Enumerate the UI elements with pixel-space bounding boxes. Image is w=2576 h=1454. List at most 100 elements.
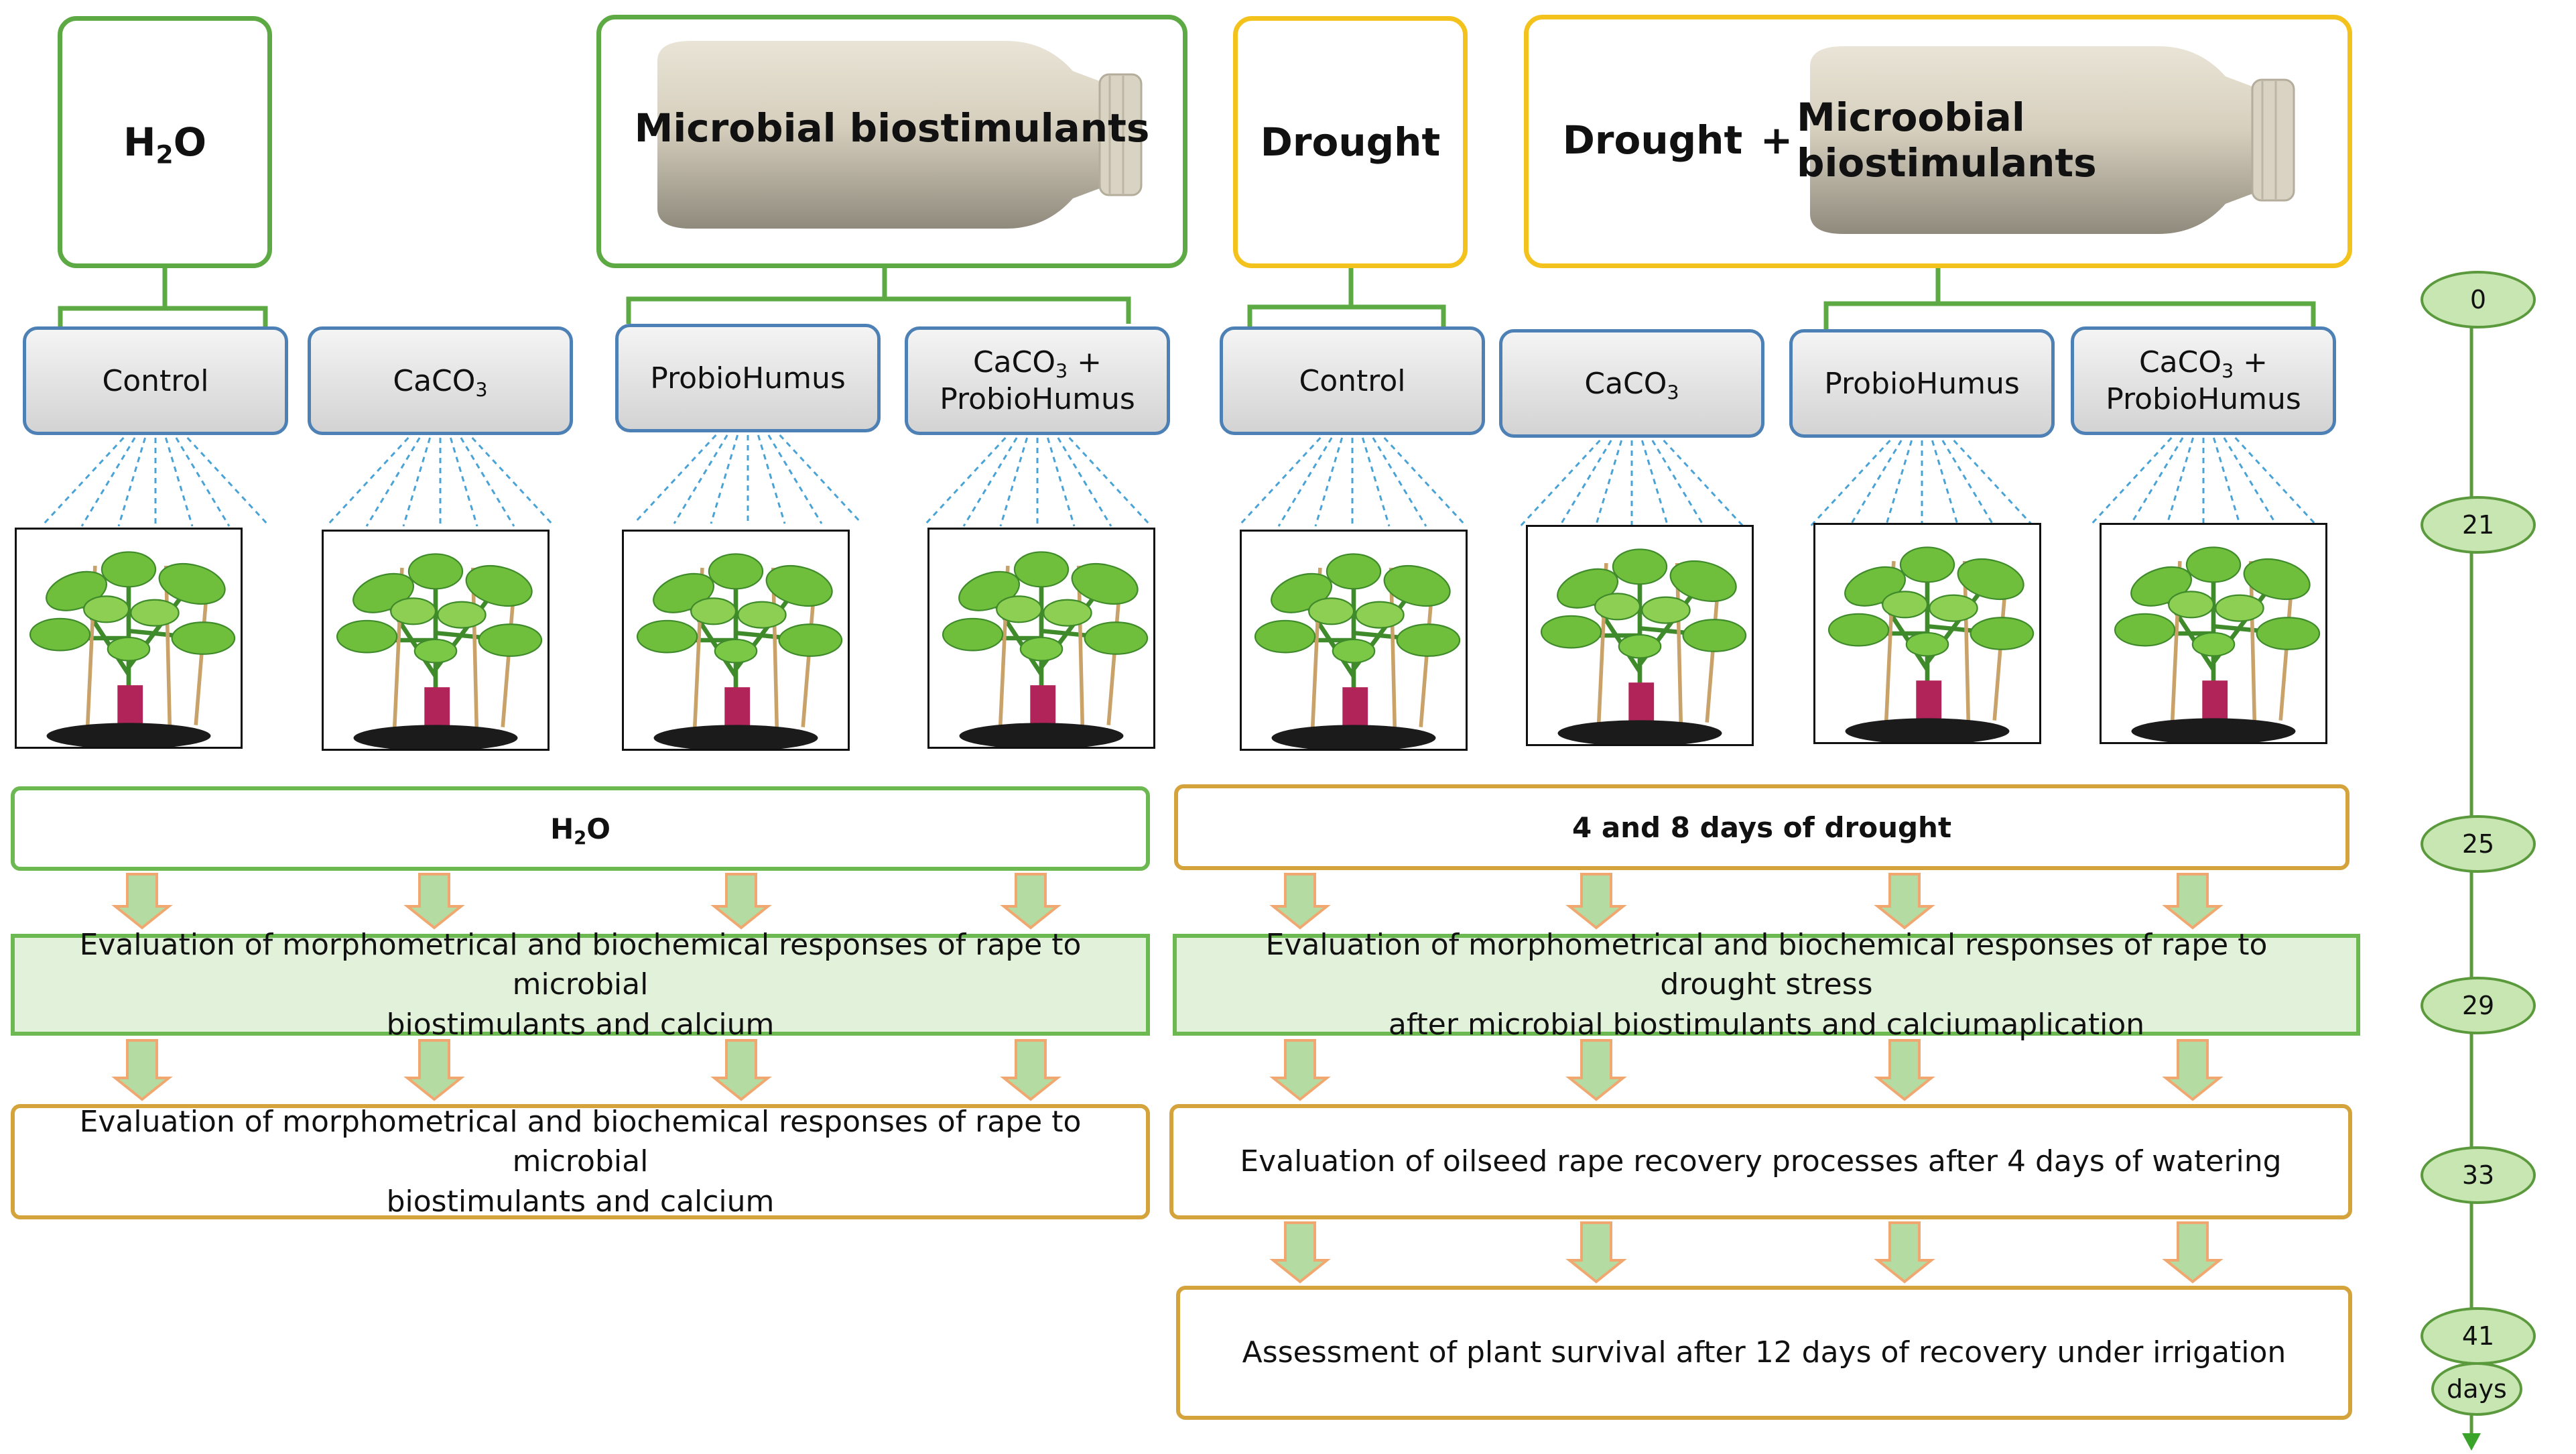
down-arrow-icon: [1000, 873, 1061, 930]
timeline-day-node: 33: [2421, 1146, 2536, 1204]
spray-line: [402, 437, 432, 527]
down-arrow-icon: [2162, 873, 2224, 930]
spray-line: [1663, 439, 1747, 530]
spray-line: [673, 434, 728, 524]
spray-line: [1361, 437, 1391, 527]
plant-photo: [927, 528, 1155, 749]
eval-drought-1-line2: after microbial biostimulants and calciu…: [1388, 1007, 2145, 1042]
eval-drought-1-line1: Evaluation of morphometrical and biochem…: [1265, 927, 2268, 1002]
treatment-box: CaCO3 +ProbioHumus: [2071, 326, 2336, 435]
spray-line: [1941, 440, 1997, 530]
down-arrow-icon: [403, 1039, 465, 1101]
connector-line: [626, 268, 1131, 324]
spray-line: [2165, 437, 2195, 527]
eval-drought-1: Evaluation of morphometrical and biochem…: [1173, 928, 2360, 1042]
treatment-box: CaCO3: [1499, 329, 1764, 438]
group-drought-plus-microbial: Drought + Microobial biostimulants: [1524, 15, 2352, 268]
bottle-icon: [657, 41, 1143, 229]
eval-water-1-line1: Evaluation of morphometrical and biochem…: [79, 927, 1082, 1002]
spray-line: [186, 436, 271, 528]
down-arrow-icon: [111, 873, 173, 930]
spray-line: [1931, 440, 1960, 530]
spray-line: [1847, 440, 1903, 530]
eval-water-2-line1: Evaluation of morphometrical and biochem…: [79, 1104, 1082, 1179]
spray-line: [1237, 436, 1322, 528]
spray-line: [1372, 437, 1427, 527]
down-arrow-icon: [1874, 873, 1935, 930]
bar-water: H2O: [11, 786, 1150, 871]
eval-drought-3: Assessment of plant survival after 12 da…: [1176, 1286, 2352, 1420]
down-arrow-icon: [2162, 1039, 2224, 1101]
treatment-box: ProbioHumus: [1789, 329, 2055, 438]
timeline-day-node: 25: [2421, 815, 2536, 873]
eval-water-2-line2: biostimulants and calcium: [386, 1184, 775, 1219]
connector-line: [58, 268, 268, 326]
plant-photo: [15, 528, 243, 749]
plant-photo: [622, 530, 850, 751]
down-arrow-icon: [1565, 1221, 1627, 1284]
down-arrow-icon: [1000, 1039, 1061, 1101]
down-arrow-icon: [710, 873, 772, 930]
spray-line: [1651, 440, 1707, 530]
treatment-label: Control: [1299, 363, 1406, 398]
eval-water-1-line2: biostimulants and calcium: [386, 1007, 775, 1042]
timeline-day-node: 41: [2421, 1307, 2536, 1365]
spray-line: [325, 436, 409, 528]
spray-line: [460, 437, 515, 527]
spray-line: [1057, 437, 1112, 527]
timeline-day-node: 29: [2421, 977, 2536, 1034]
spray-line: [164, 437, 194, 527]
treatment-box: Control: [23, 326, 288, 435]
spray-line: [449, 437, 478, 527]
spray-line: [1068, 436, 1153, 528]
connector-line: [1247, 268, 1446, 326]
plant-photo: [1813, 523, 2041, 744]
group-drought: Drought: [1233, 16, 1468, 268]
treatment-box: CaCO3: [308, 326, 573, 435]
spray-line: [40, 436, 125, 528]
down-arrow-icon: [1874, 1221, 1935, 1284]
spray-line: [779, 434, 863, 525]
spray-line: [962, 437, 1018, 527]
treatment-label: CaCO3 +ProbioHumus: [940, 345, 1135, 416]
down-arrow-icon: [1565, 1039, 1627, 1101]
down-arrow-icon: [1874, 1039, 1935, 1101]
bar-drought: 4 and 8 days of drought: [1174, 784, 2349, 870]
treatment-box: CaCO3 +ProbioHumus: [905, 326, 1170, 435]
down-arrow-icon: [1565, 873, 1627, 930]
spray-line: [80, 437, 136, 527]
bar-water-label: H2O: [550, 812, 610, 849]
treatment-label: CaCO3 +ProbioHumus: [2106, 345, 2301, 416]
spray-line: [2088, 436, 2173, 528]
spray-line: [117, 437, 147, 527]
spray-line: [2223, 437, 2278, 527]
spray-line: [175, 437, 231, 527]
eval-drought-2: Evaluation of oilseed rape recovery proc…: [1169, 1104, 2352, 1219]
timeline-unit-node: days: [2431, 1362, 2522, 1416]
down-arrow-icon: [111, 1039, 173, 1101]
eval-water-1: Evaluation of morphometrical and biochem…: [11, 928, 1150, 1042]
connector-line: [1823, 268, 2316, 329]
group-water: H2O: [58, 16, 272, 268]
spray-line: [1640, 440, 1670, 530]
spray-line: [365, 437, 421, 527]
spray-line: [757, 434, 786, 524]
plant-photo: [1526, 525, 1754, 746]
spray-line: [633, 434, 717, 525]
group-microbial: Microbial biostimulants: [596, 15, 1187, 268]
spray-line: [922, 436, 1007, 528]
spray-line: [1807, 439, 1891, 530]
spray-line: [2128, 437, 2184, 527]
treatment-label: CaCO3: [1584, 366, 1679, 404]
eval-drought-3-line1: Assessment of plant survival after 12 da…: [1242, 1335, 2287, 1370]
plant-photo: [322, 530, 550, 751]
plant-photo: [1240, 530, 1468, 751]
group-water-label: H2O: [123, 119, 207, 170]
treatment-box: ProbioHumus: [615, 324, 881, 432]
treatment-label: ProbioHumus: [650, 361, 846, 396]
timeline-day-node: 21: [2421, 496, 2536, 554]
down-arrow-icon: [710, 1039, 772, 1101]
bottle-icon: [1810, 46, 2295, 234]
spray-line: [1383, 436, 1468, 528]
